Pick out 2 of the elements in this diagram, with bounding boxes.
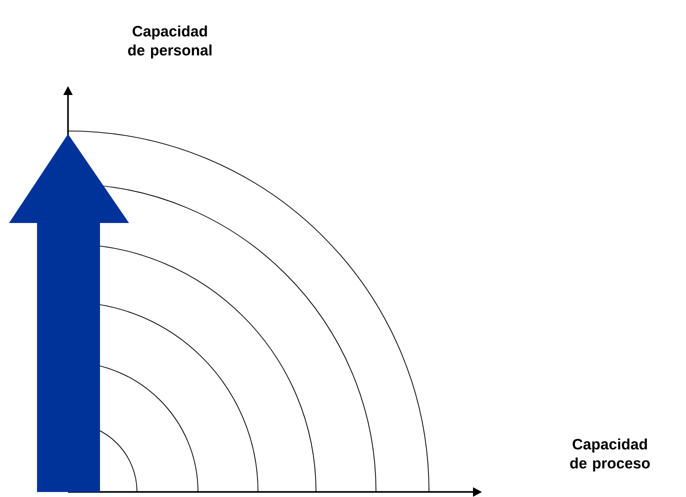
axis-label: Capacidad de personal	[128, 26, 212, 58]
axis-label: Capacidad de proceso	[570, 438, 650, 472]
